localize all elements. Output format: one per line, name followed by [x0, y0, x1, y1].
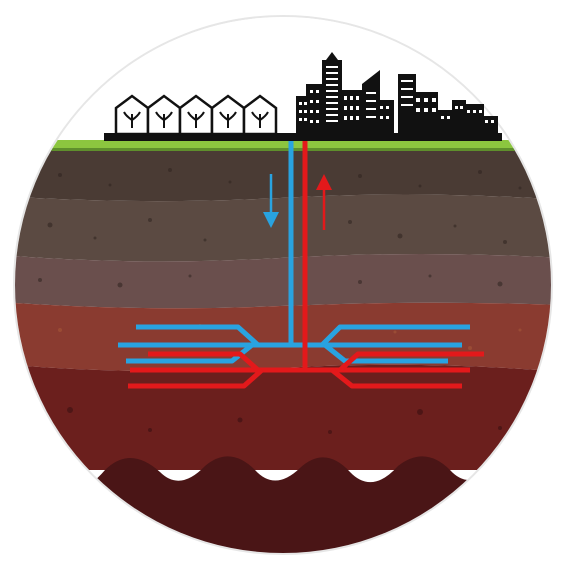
ground-base	[104, 133, 502, 141]
hot-pipe-branch-lower-left	[128, 368, 264, 389]
soil-layer-3	[15, 254, 551, 309]
soil-layer-2	[15, 194, 551, 262]
cold-pipe-branch-lower-right	[323, 343, 448, 364]
hot-pipe-network	[128, 141, 484, 389]
city-skyline-icon	[296, 52, 498, 134]
arrow-down-icon	[263, 174, 279, 228]
cold-pipe-network	[118, 141, 470, 364]
soil-layer-4	[15, 302, 551, 372]
deep-speckles	[67, 407, 502, 434]
hot-pipe-branch-upper-right	[338, 351, 484, 372]
grass-strip	[15, 140, 551, 148]
soil-layer-5	[15, 364, 551, 470]
greenhouse-icon	[146, 94, 182, 136]
hot-pipe-branch-lower-right	[330, 368, 462, 389]
soil-layer-topsoil	[15, 150, 551, 202]
cold-pipe-branch-lower-left	[126, 343, 254, 364]
arrow-up-icon	[316, 174, 332, 230]
hot-pipe-branch-upper-left	[148, 351, 260, 372]
greenhouse-icon	[114, 94, 150, 136]
grass-edge	[15, 148, 551, 151]
soil-speckles	[38, 168, 522, 288]
greenhouse-icon	[178, 94, 214, 136]
greenhouse-icon	[210, 94, 246, 136]
cold-pipe-branch-upper	[136, 324, 470, 348]
greenhouse-row	[114, 94, 278, 136]
greenhouse-icon	[242, 94, 278, 136]
